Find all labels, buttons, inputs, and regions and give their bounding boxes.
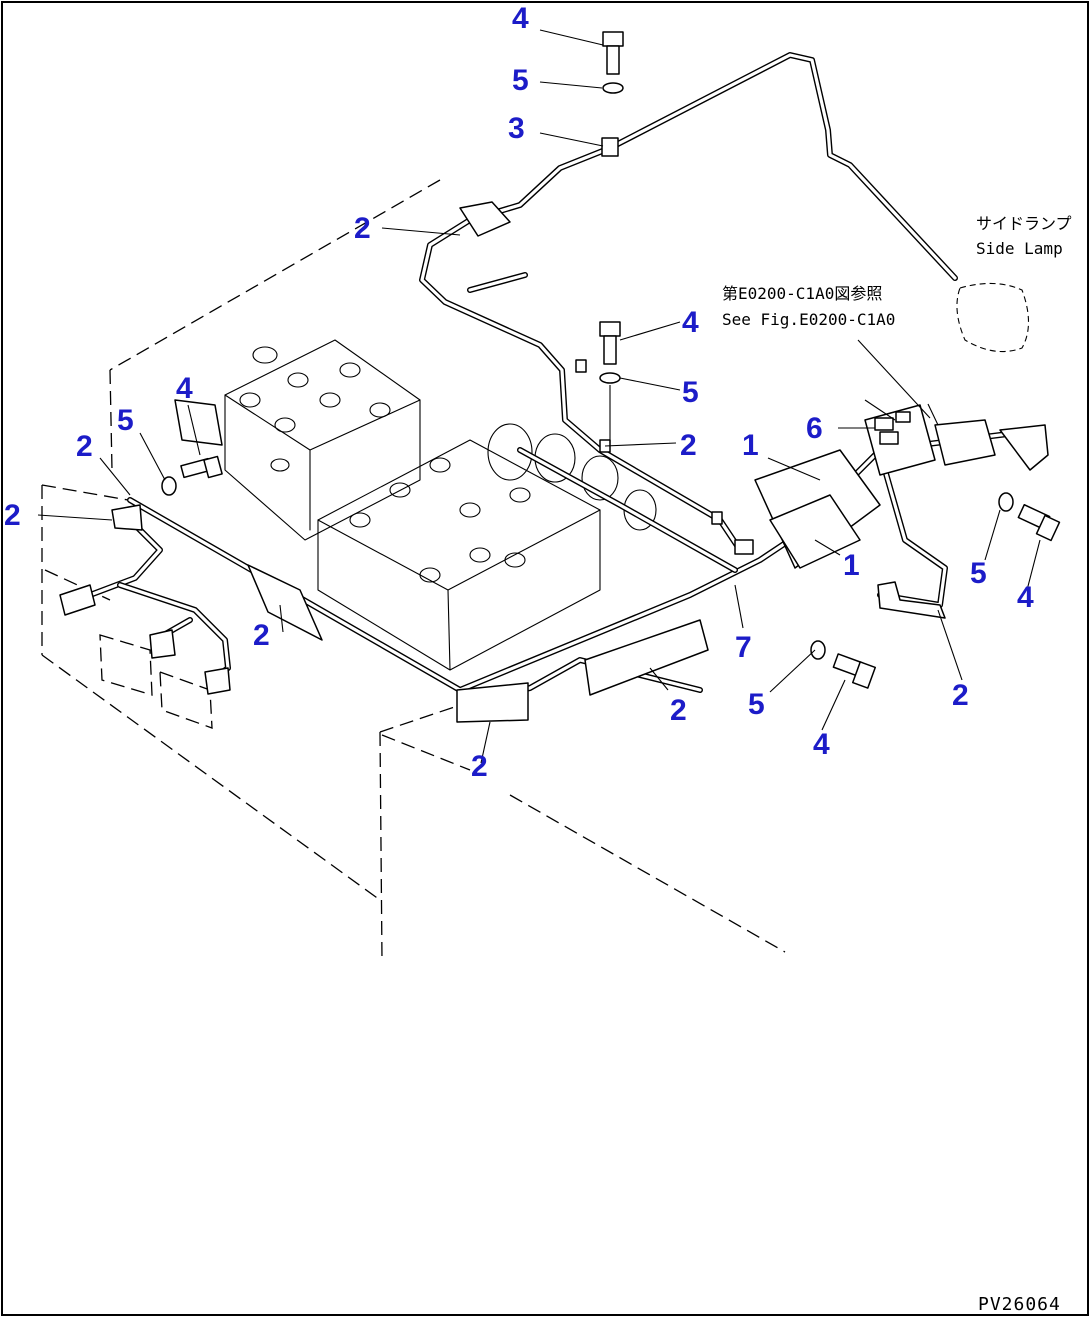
callout-3: 3 bbox=[508, 112, 525, 145]
side-lamp-label-en: Side Lamp bbox=[976, 239, 1063, 258]
callout-2-bottom: 2 bbox=[471, 750, 488, 783]
callout-2-mid: 2 bbox=[253, 619, 270, 652]
callout-4-right: 4 bbox=[1017, 581, 1034, 614]
callout-2-right: 2 bbox=[952, 679, 969, 712]
callout-5-lower: 5 bbox=[748, 688, 765, 721]
reference-note-en: See Fig.E0200-C1A0 bbox=[722, 310, 895, 329]
bolt-lower bbox=[810, 640, 877, 689]
annotation-notes: サイドランプ Side Lamp 第E0200-C1A0図参照 See Fig.… bbox=[722, 214, 1072, 329]
callout-5-center: 5 bbox=[682, 376, 699, 409]
machine-body-outline bbox=[41, 179, 786, 961]
callout-2-lower-right: 2 bbox=[670, 694, 687, 727]
callout-5-top: 5 bbox=[512, 64, 529, 97]
callout-2-far-left: 2 bbox=[4, 499, 21, 532]
callout-6: 6 bbox=[806, 412, 823, 445]
side-lamp-label-jp: サイドランプ bbox=[976, 214, 1072, 233]
clip-3 bbox=[601, 137, 619, 157]
callout-2-upper: 2 bbox=[354, 212, 371, 245]
washer-right bbox=[998, 492, 1014, 512]
callout-2-center: 2 bbox=[680, 429, 697, 462]
callout-5-right: 5 bbox=[970, 557, 987, 590]
callout-5-left: 5 bbox=[117, 404, 134, 437]
bolt-top bbox=[602, 31, 624, 94]
rear-battery bbox=[224, 339, 421, 541]
callout-4-left: 4 bbox=[176, 372, 193, 405]
wire-clamps bbox=[59, 137, 1049, 723]
callout-1-upper: 1 bbox=[742, 429, 759, 462]
front-battery bbox=[317, 423, 657, 671]
callout-numbers: 4 5 3 2 4 5 2 4 5 2 2 1 6 1 5 4 2 7 2 5 … bbox=[4, 2, 1034, 783]
washer-center bbox=[599, 372, 621, 384]
reference-note-jp: 第E0200-C1A0図参照 bbox=[722, 284, 882, 303]
callout-4-lower: 4 bbox=[813, 728, 830, 761]
callout-1-lower: 1 bbox=[843, 549, 860, 582]
callout-4-top: 4 bbox=[512, 2, 529, 35]
bolt-right bbox=[998, 492, 1061, 542]
callout-4-center: 4 bbox=[682, 306, 699, 339]
relay-6 bbox=[874, 411, 911, 445]
leader-lines bbox=[37, 29, 1041, 764]
washer-top bbox=[602, 82, 624, 94]
bolt-center bbox=[599, 321, 621, 384]
washer-lower bbox=[810, 640, 826, 660]
bolt-left bbox=[161, 455, 223, 496]
callout-2-left: 2 bbox=[76, 430, 93, 463]
drawing-code: PV26064 bbox=[978, 1294, 1061, 1315]
callout-7: 7 bbox=[735, 631, 752, 664]
washer-left bbox=[161, 476, 177, 496]
side-lamp bbox=[956, 282, 1030, 353]
